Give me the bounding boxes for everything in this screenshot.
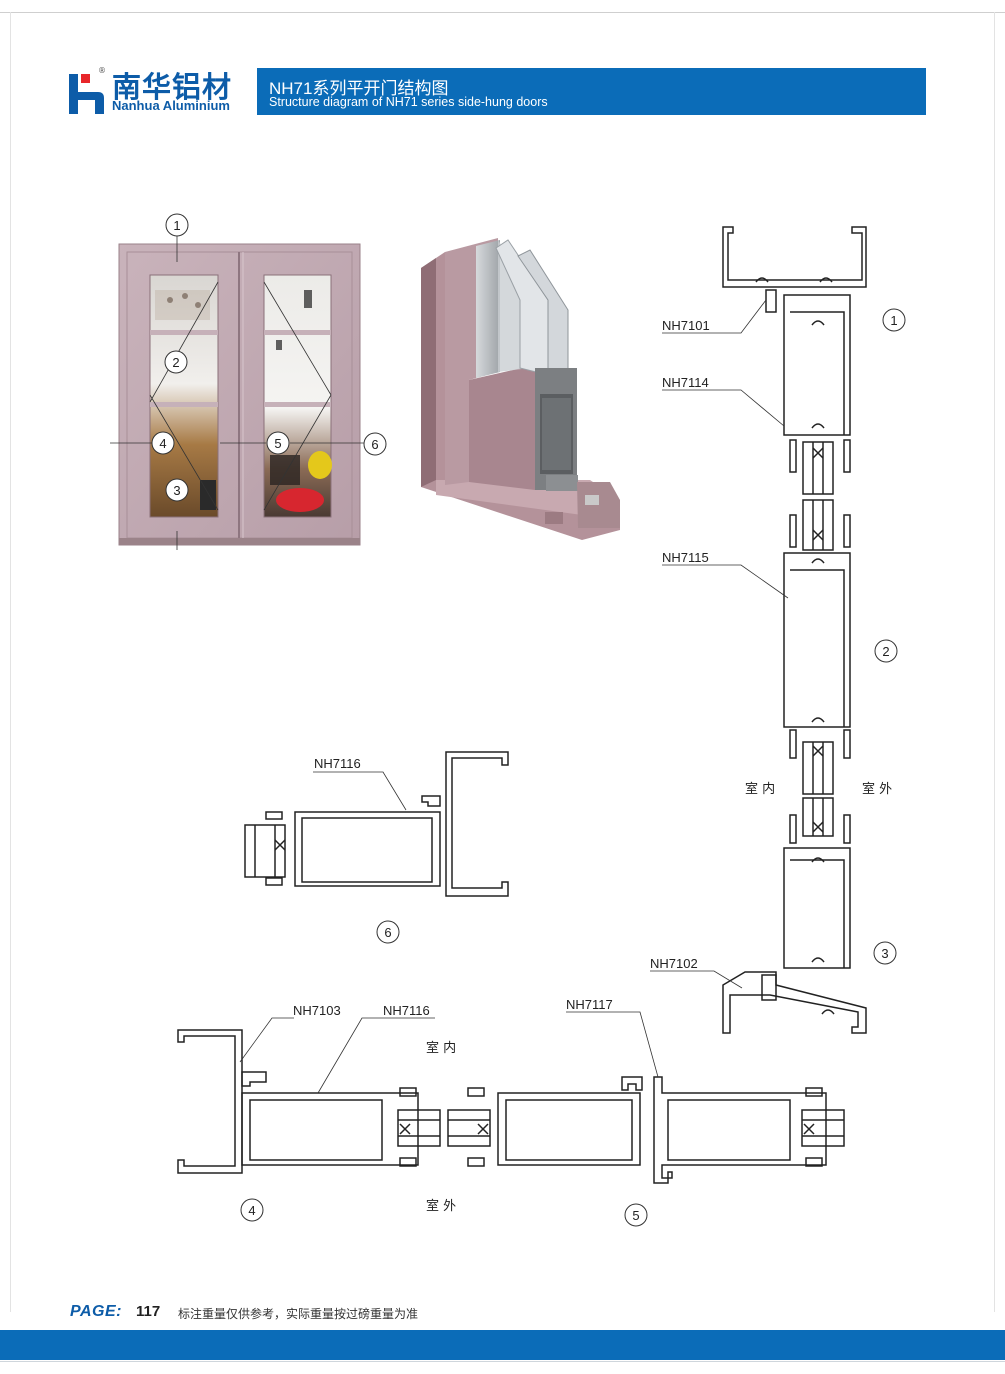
profile-label-nh7114: NH7114 (662, 375, 709, 390)
title-banner: NH71系列平开门结构图 Structure diagram of NH71 s… (257, 68, 926, 115)
door-marker-2-label: 2 (172, 355, 179, 370)
vertical-outdoor-label: 室 外 (862, 781, 892, 797)
vertical-section-leaders (650, 299, 789, 989)
door-marker-1: 1 (165, 213, 189, 237)
page-title-cn: NH71系列平开门结构图 (269, 79, 449, 98)
section-5-outdoor-label: 室 外 (426, 1198, 456, 1214)
registered-mark: ® (98, 66, 106, 75)
profile-label-nh7116-sec4: NH7116 (383, 1003, 430, 1018)
door-marker-2: 2 (164, 350, 188, 374)
door-marker-6-label: 6 (371, 437, 378, 452)
door-marker-4: 4 (151, 431, 175, 455)
bottom-color-band (0, 1330, 1005, 1360)
section-4-drawing (177, 1029, 441, 1174)
page-title-en: Structure diagram of NH71 series side-hu… (269, 95, 548, 109)
vertical-marker-1: 1 (882, 308, 906, 332)
weight-disclaimer: 标注重量仅供参考，实际重量按过磅重量为准 (178, 1307, 419, 1321)
brand-name-cn: 南华铝材 (112, 70, 233, 104)
vertical-marker-1-label: 1 (890, 313, 897, 328)
brand-logo: ® 南华铝材 Nanhua Aluminium (68, 66, 248, 116)
nanhua-logo-mark-icon (69, 74, 104, 114)
vertical-section (722, 226, 867, 1034)
section-6-drawing (244, 751, 509, 897)
door-marker-6: 6 (363, 432, 387, 456)
section-6-marker: 6 (376, 920, 400, 944)
door-marker-4-label: 4 (159, 436, 166, 451)
page-number: 117 (136, 1303, 161, 1320)
vertical-indoor-label: 室 内 (745, 781, 775, 797)
profile-label-nh7115: NH7115 (662, 550, 709, 565)
section-6-marker-label: 6 (384, 925, 391, 940)
page-left-rule (10, 12, 11, 1312)
profile-label-nh7102: NH7102 (650, 956, 698, 971)
profile-label-nh7101: NH7101 (662, 318, 710, 333)
vertical-marker-2: 2 (874, 639, 898, 663)
vertical-marker-3: 3 (873, 941, 897, 965)
page-word: PAGE: (70, 1303, 122, 1320)
door-illustration (110, 236, 364, 550)
bottom-white-strip (0, 1361, 1005, 1374)
door-marker-3: 3 (165, 478, 189, 502)
section-4-marker: 4 (240, 1198, 264, 1222)
profile-3d-render (421, 238, 620, 540)
profile-label-nh7116-sec6: NH7116 (314, 756, 361, 771)
section-4-marker-label: 4 (248, 1203, 255, 1218)
vertical-marker-2-label: 2 (882, 644, 889, 659)
door-marker-3-label: 3 (173, 483, 180, 498)
profile-label-nh7117: NH7117 (566, 997, 613, 1012)
door-marker-5-label: 5 (274, 436, 281, 451)
vertical-marker-3-label: 3 (881, 946, 888, 961)
section-5-indoor-label: 室 内 (426, 1040, 456, 1056)
page-right-rule (994, 12, 995, 1312)
door-marker-5: 5 (266, 431, 290, 455)
page-top-rule (0, 12, 1005, 13)
section-5-marker-label: 5 (632, 1208, 639, 1223)
section-5-marker: 5 (624, 1203, 648, 1227)
section-5-drawing (447, 1076, 845, 1184)
door-marker-1-label: 1 (173, 218, 180, 233)
brand-name-en: Nanhua Aluminium (112, 98, 230, 113)
profile-label-nh7103: NH7103 (293, 1003, 341, 1018)
